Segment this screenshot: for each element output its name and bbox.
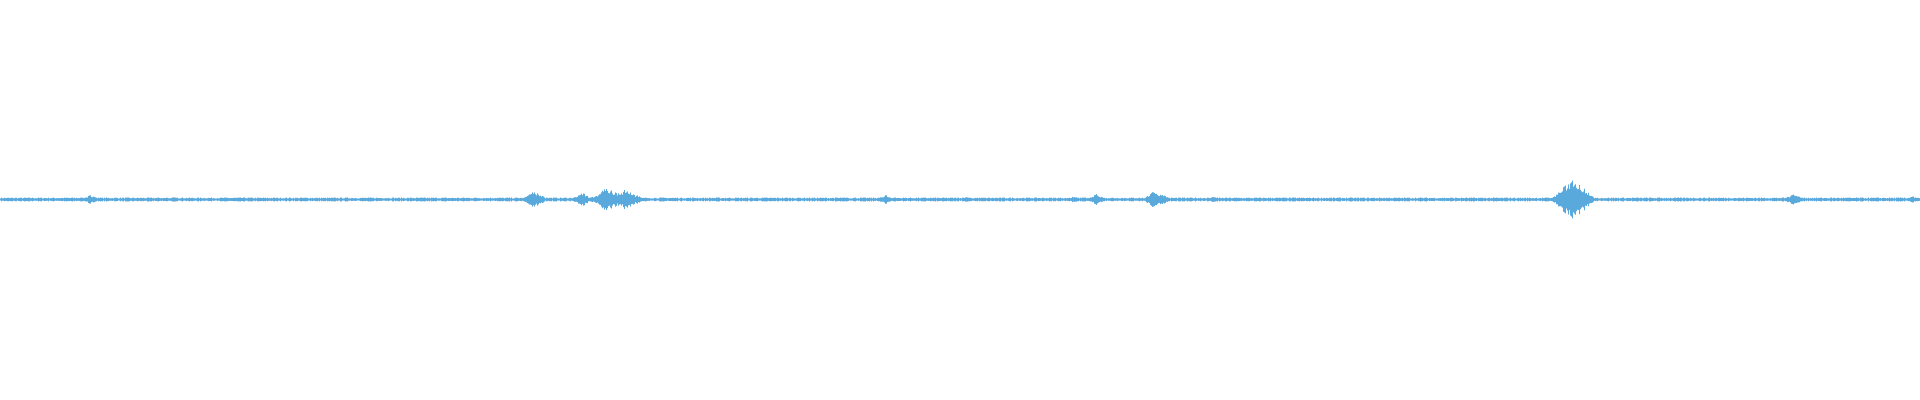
waveform-envelope (0, 180, 1920, 219)
